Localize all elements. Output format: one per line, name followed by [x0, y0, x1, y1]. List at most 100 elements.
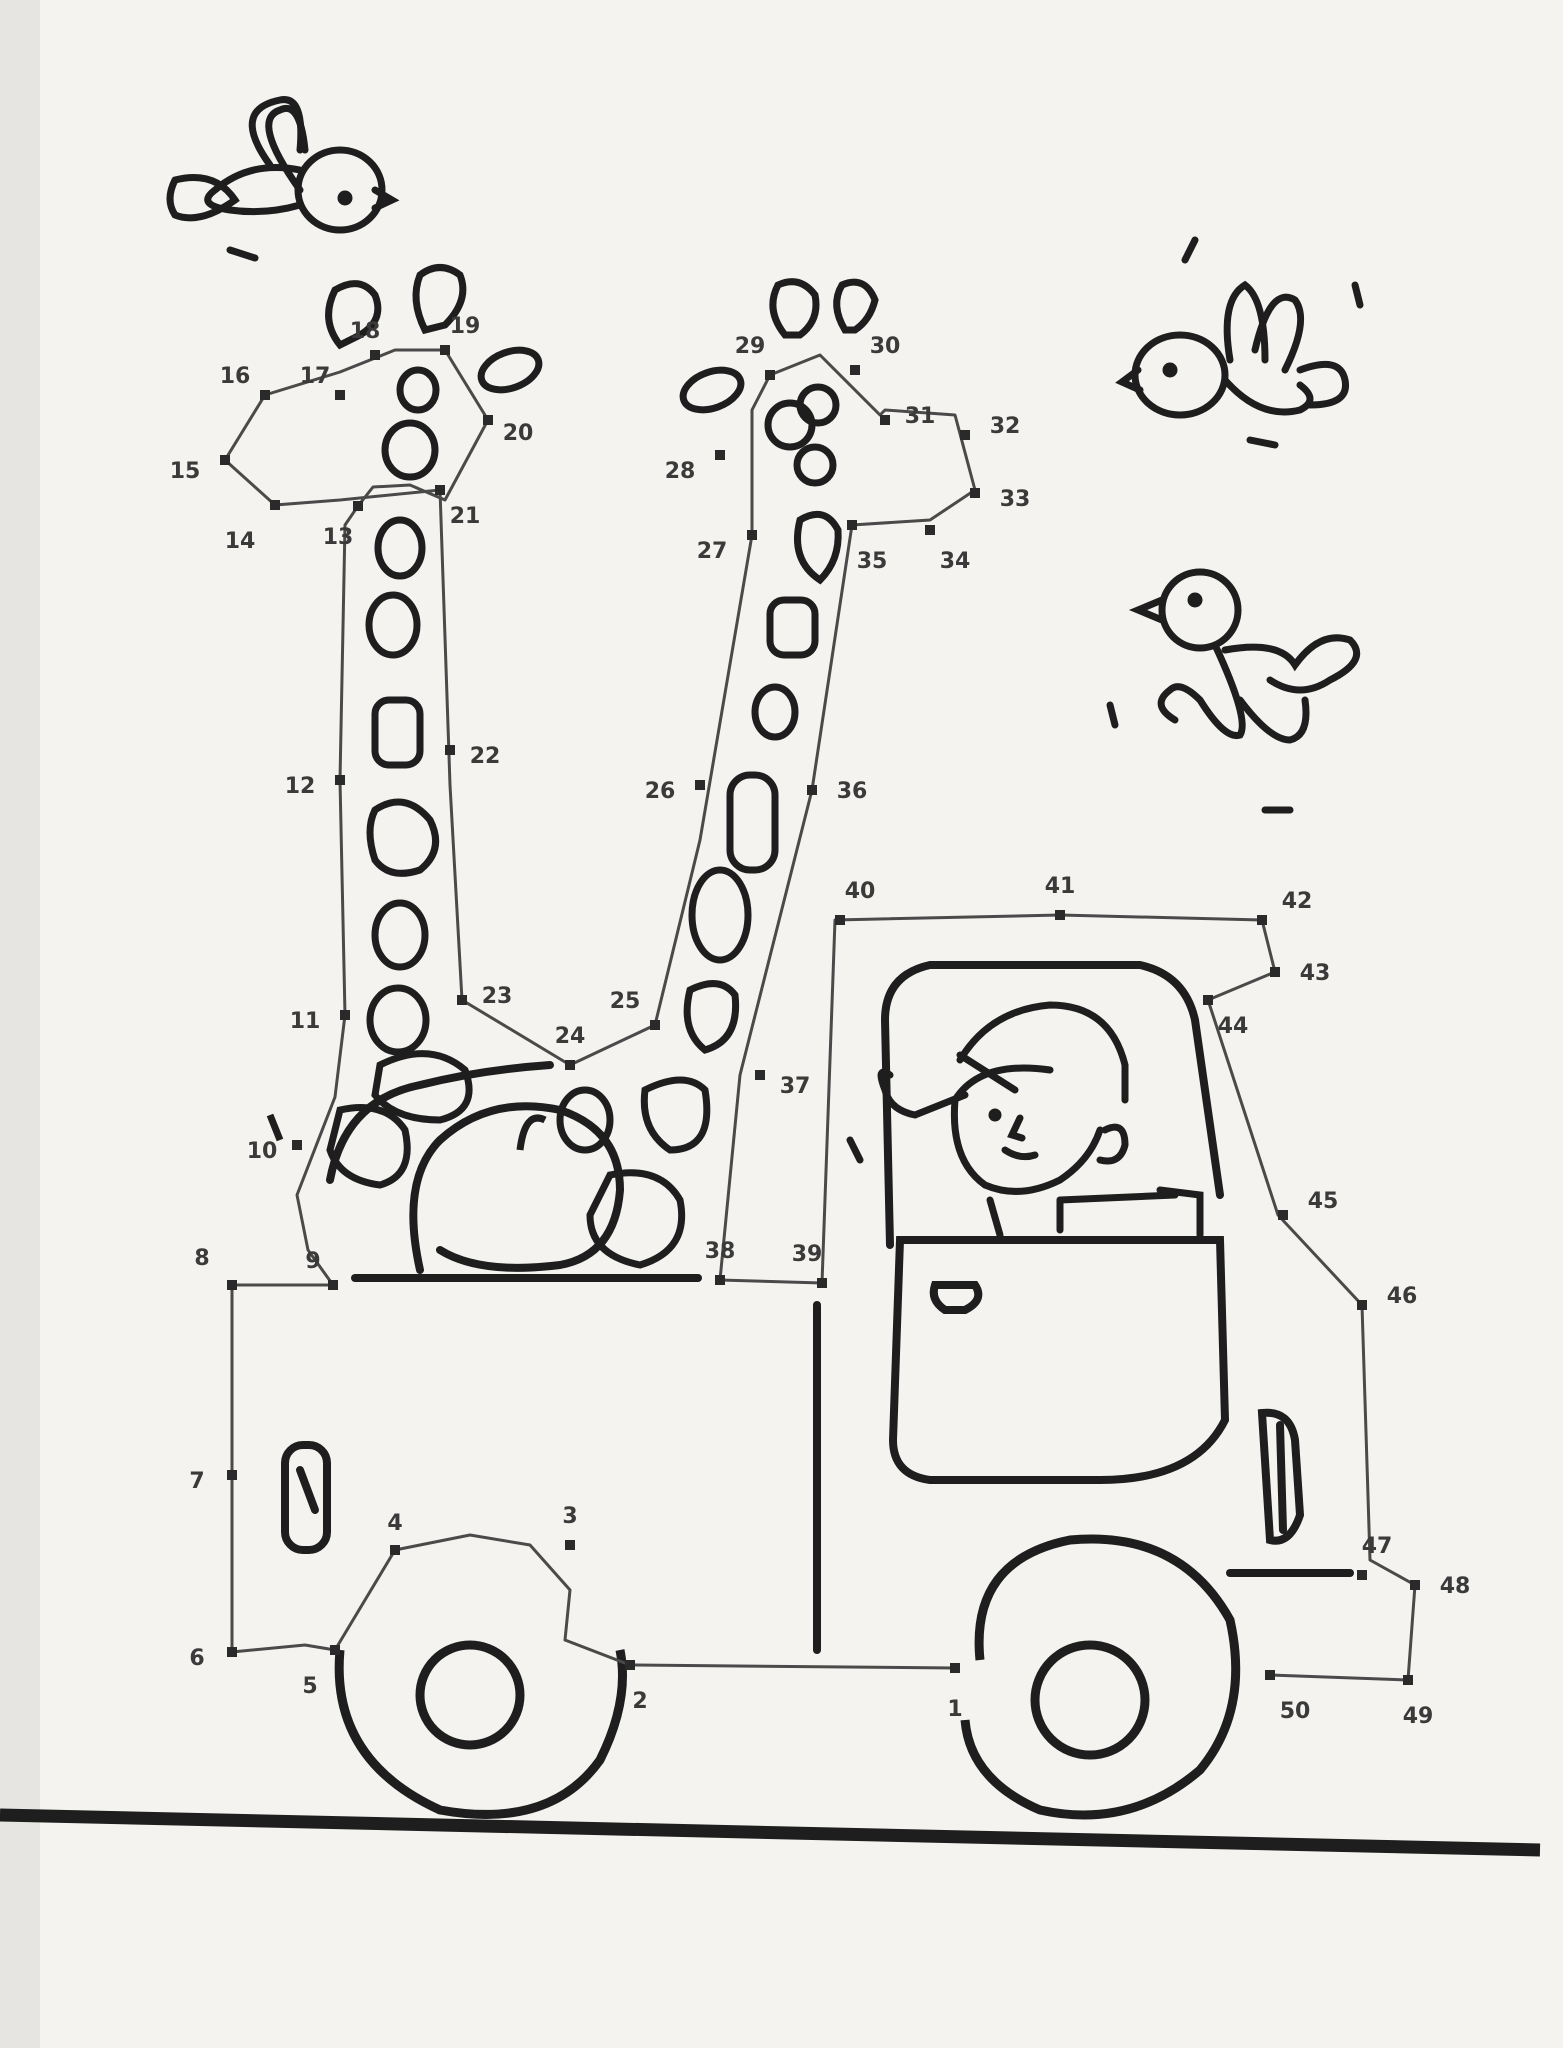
dot-28	[715, 450, 725, 460]
dot-18	[370, 350, 380, 360]
dot-label-15: 15	[170, 459, 201, 484]
dot-label-11: 11	[290, 1009, 321, 1034]
dot-label-41: 41	[1045, 874, 1076, 899]
dot-2	[625, 1660, 635, 1670]
dot-44	[1203, 995, 1213, 1005]
dot-label-43: 43	[1300, 961, 1331, 986]
dot-6	[227, 1647, 237, 1657]
dot-label-45: 45	[1308, 1189, 1339, 1214]
dot-4	[390, 1545, 400, 1555]
dot-label-36: 36	[837, 779, 868, 804]
dot-label-44: 44	[1218, 1014, 1249, 1039]
dot-30	[850, 365, 860, 375]
dot-label-27: 27	[697, 539, 728, 564]
dot-26	[695, 780, 705, 790]
driver-icon	[846, 1001, 1204, 1239]
dot-37	[755, 1070, 765, 1080]
dot-label-6: 6	[189, 1646, 204, 1671]
truck-icon	[281, 961, 1354, 1654]
dot-33	[970, 488, 980, 498]
dot-49	[1403, 1675, 1413, 1685]
dot-23	[457, 995, 467, 1005]
dot-14	[270, 500, 280, 510]
dot-21	[435, 485, 445, 495]
dot-label-3: 3	[562, 1504, 577, 1529]
dot-36	[807, 785, 817, 795]
dot-label-12: 12	[285, 774, 316, 799]
dot-label-30: 30	[870, 334, 901, 359]
dot-label-25: 25	[610, 989, 641, 1014]
giraffe-icon	[516, 278, 879, 1269]
dot-1	[950, 1663, 960, 1673]
dot-label-20: 20	[503, 421, 534, 446]
paper-shadow-left	[0, 0, 40, 2048]
dot-label-47: 47	[1362, 1534, 1393, 1559]
dot-5	[330, 1645, 340, 1655]
dot-label-10: 10	[247, 1139, 278, 1164]
dot-17	[335, 390, 345, 400]
giraffe-icon	[266, 264, 543, 1189]
bird-icon	[166, 96, 400, 262]
dot-label-2: 2	[632, 1689, 647, 1714]
dot-16	[260, 390, 270, 400]
dot-label-38: 38	[705, 1239, 736, 1264]
wheel-icon	[334, 1534, 1241, 1820]
dot-39	[817, 1278, 827, 1288]
dot-label-13: 13	[323, 525, 354, 550]
dot-15	[220, 455, 230, 465]
dot-34	[925, 525, 935, 535]
dot-label-37: 37	[780, 1074, 811, 1099]
dot-43	[1270, 967, 1280, 977]
dot-label-21: 21	[450, 504, 481, 529]
dot-label-32: 32	[990, 414, 1021, 439]
dot-48	[1410, 1580, 1420, 1590]
dot-19	[440, 345, 450, 355]
dot-label-29: 29	[735, 334, 766, 359]
dot-label-19: 19	[450, 314, 481, 339]
dot-7	[227, 1470, 237, 1480]
dot-label-1: 1	[947, 1697, 962, 1722]
dot-label-14: 14	[225, 529, 256, 554]
dot-label-48: 48	[1440, 1574, 1471, 1599]
dot-label-50: 50	[1280, 1699, 1311, 1724]
dot-13	[353, 501, 363, 511]
dot-20	[483, 415, 493, 425]
dot-9	[328, 1280, 338, 1290]
dot-3	[565, 1540, 575, 1550]
bird-icon	[1115, 236, 1364, 449]
dot-12	[335, 775, 345, 785]
dot-50	[1265, 1670, 1275, 1680]
dot-11	[340, 1010, 350, 1020]
dot-label-31: 31	[905, 404, 936, 429]
dot-label-5: 5	[302, 1674, 317, 1699]
connecting-pencil-line	[223, 348, 1417, 1682]
dot-label-42: 42	[1282, 889, 1313, 914]
dot-46	[1357, 1300, 1367, 1310]
dot-label-18: 18	[350, 319, 381, 344]
dot-label-40: 40	[845, 879, 876, 904]
dot-29	[765, 370, 775, 380]
dot-label-28: 28	[665, 459, 696, 484]
dot-label-46: 46	[1387, 1284, 1418, 1309]
dot-label-16: 16	[220, 364, 251, 389]
dot-10	[292, 1140, 302, 1150]
dot-label-17: 17	[300, 364, 331, 389]
dot-24	[565, 1060, 575, 1070]
dot-35	[847, 520, 857, 530]
dot-label-8: 8	[194, 1246, 209, 1271]
dot-label-33: 33	[1000, 487, 1031, 512]
dot-label-39: 39	[792, 1242, 823, 1267]
bird-icon	[1106, 568, 1361, 814]
dot-label-22: 22	[470, 744, 501, 769]
dot-41	[1055, 910, 1065, 920]
dot-label-34: 34	[940, 549, 971, 574]
dot-label-49: 49	[1403, 1704, 1434, 1729]
dot-8	[227, 1280, 237, 1290]
ground-line	[0, 1808, 1541, 1857]
dot-label-35: 35	[857, 549, 888, 574]
dot-47	[1357, 1570, 1367, 1580]
dot-label-4: 4	[387, 1511, 402, 1536]
